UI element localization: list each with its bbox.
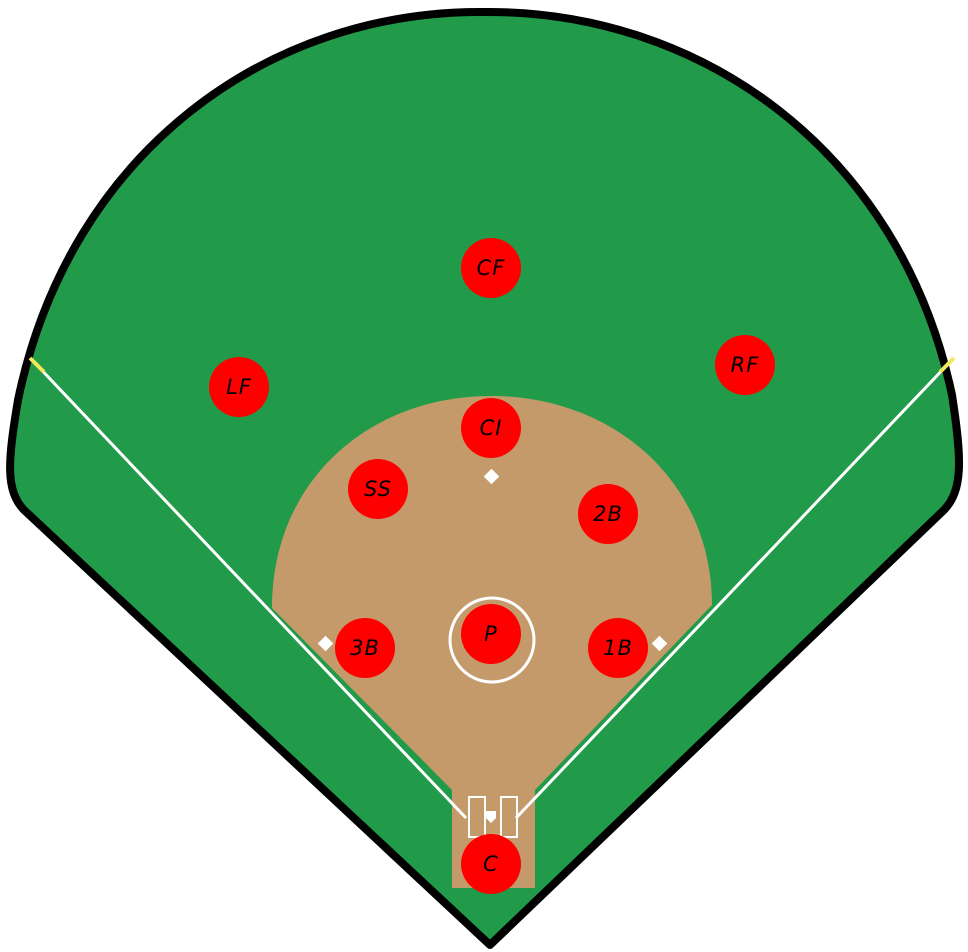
player-label-ss: SS	[364, 477, 392, 501]
player-marker-catcher: C	[461, 834, 521, 894]
player-label-lf: LF	[226, 375, 252, 399]
player-label-catcher: C	[483, 852, 499, 876]
player-label-second-base: 2B	[593, 502, 623, 526]
player-marker-pitcher: P	[461, 604, 521, 664]
player-marker-lf: LF	[209, 357, 269, 417]
player-label-cf: CF	[477, 256, 506, 280]
player-label-first-base: 1B	[603, 636, 633, 660]
player-marker-ss: SS	[348, 459, 408, 519]
player-label-ci: CI	[480, 416, 503, 440]
player-marker-cf: CF	[461, 238, 521, 298]
player-marker-ci: CI	[461, 398, 521, 458]
player-marker-rf: RF	[715, 335, 775, 395]
player-marker-third-base: 3B	[335, 618, 395, 678]
player-label-rf: RF	[731, 353, 760, 377]
player-marker-first-base: 1B	[588, 618, 648, 678]
player-label-pitcher: P	[484, 622, 498, 646]
player-label-third-base: 3B	[350, 636, 380, 660]
player-marker-second-base: 2B	[578, 484, 638, 544]
